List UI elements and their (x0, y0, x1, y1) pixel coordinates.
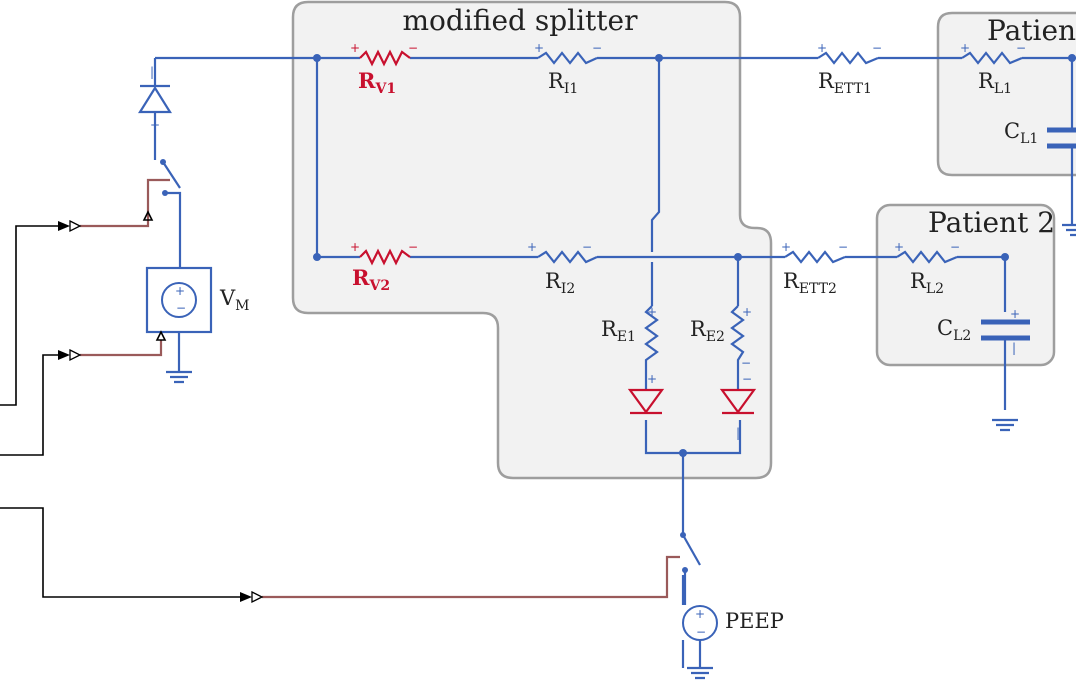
diode-e1-icon (627, 388, 665, 415)
ri1-resistor (537, 51, 598, 65)
peep-label: PEEP (725, 609, 784, 633)
svg-text:+: + (175, 284, 185, 298)
svg-text:|: | (736, 426, 740, 440)
svg-text:+: + (534, 41, 544, 55)
svg-text:|: | (644, 426, 648, 440)
rl1-resistor (961, 51, 1023, 65)
svg-text:−: − (742, 372, 752, 386)
svg-text:−: − (872, 41, 882, 55)
svg-text:+: + (960, 41, 970, 55)
rett1-resistor (817, 51, 879, 65)
svg-text:−: − (741, 356, 751, 370)
peep-source: + − (682, 605, 718, 680)
rl2-label: RL2 (910, 269, 944, 297)
re2-resistor (730, 305, 745, 366)
rl2-resistor (896, 250, 958, 264)
svg-text:−: − (592, 41, 602, 55)
svg-text:+: + (817, 41, 827, 55)
modified-splitter-box (291, 0, 773, 480)
svg-text:−: − (950, 240, 960, 254)
svg-text:+: + (894, 240, 904, 254)
ri1-label: RI1 (548, 69, 578, 97)
splitter-title: modified splitter (402, 4, 638, 37)
svg-text:−: − (408, 240, 418, 254)
patient2-box (875, 203, 1056, 367)
control-signal-1 (0, 219, 82, 406)
cl1-capacitor (1047, 127, 1076, 149)
node-patient2 (1001, 253, 1009, 261)
ground-patient2-icon (992, 418, 1018, 432)
cl2-label: CL2 (937, 316, 971, 344)
re2-label: RE2 (690, 317, 725, 345)
svg-text:+: + (695, 607, 705, 621)
ground-patient1-icon (1062, 215, 1076, 237)
rv2-resistor (359, 248, 411, 266)
re1-resistor (644, 305, 659, 366)
ri2-resistor (537, 250, 598, 264)
switch-peep-icon (262, 532, 701, 605)
rv1-label: RV1 (358, 68, 396, 97)
svg-text:−: − (408, 41, 418, 55)
expiratory-wires (644, 58, 742, 668)
rett2-resistor (784, 250, 846, 264)
patient2-title: Patient 2 (928, 206, 1055, 239)
vm-source: + − (80, 266, 213, 384)
rett2-label: RETT2 (783, 269, 837, 297)
svg-text:+: + (781, 240, 791, 254)
rett1-label: RETT1 (818, 69, 872, 97)
node-bottom-left (313, 253, 321, 261)
patient1-title: Patient 1 (987, 14, 1076, 47)
node-patient1 (1068, 54, 1076, 62)
svg-text:+: + (1010, 307, 1020, 321)
svg-text:−: − (1016, 41, 1026, 55)
switch-vm-icon (80, 159, 182, 268)
svg-text:+: + (647, 372, 657, 386)
rv2-label: RV2 (352, 265, 390, 294)
svg-text:−: − (838, 240, 848, 254)
svg-text:|: | (150, 65, 154, 79)
cl1-label: CL1 (1004, 119, 1038, 147)
diode-inspiratory-icon: | + (138, 58, 172, 160)
polarity-marks: + − + − + − + − + − + − + − + − + + + − | | − (350, 41, 1026, 440)
patient1-box (936, 11, 1076, 177)
svg-text:+: + (350, 240, 360, 254)
svg-text:−: − (696, 625, 706, 639)
ri2-label: RI2 (545, 269, 575, 297)
svg-text:+: + (647, 305, 657, 319)
svg-text:−: − (582, 240, 592, 254)
control-signal-3 (0, 507, 264, 604)
re1-label: RE1 (601, 317, 636, 345)
rl1-label: RL1 (978, 69, 1012, 97)
svg-text:|: | (1012, 341, 1016, 355)
vm-label: VM (219, 286, 250, 314)
diode-e2-icon (719, 388, 757, 415)
rv1-resistor (359, 49, 411, 67)
top-branch-wires (155, 56, 1076, 215)
cl2-capacitor: + | (981, 307, 1030, 355)
control-signal-2 (0, 348, 82, 456)
node-exp-merge (679, 449, 687, 457)
svg-text:+: + (350, 41, 360, 55)
svg-text:+: + (742, 305, 752, 319)
svg-text:+: + (150, 118, 160, 132)
svg-text:+: + (527, 240, 537, 254)
svg-text:−: − (176, 301, 186, 315)
